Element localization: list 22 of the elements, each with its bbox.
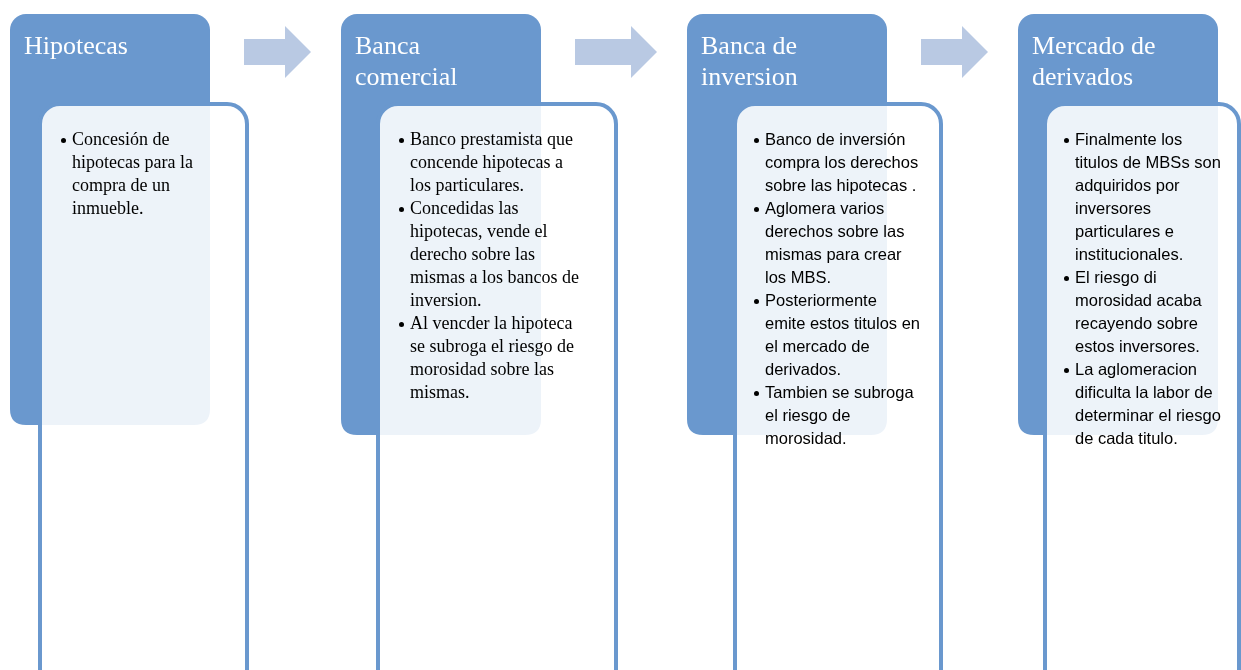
bullet-text: La aglomeracion dificulta la labor de determinar el riesgo de cada titulo. xyxy=(1075,359,1222,449)
bullet-text: Concesión de hipotecas para la compra de un inmueble. xyxy=(72,128,194,220)
stage-header-box xyxy=(687,14,887,102)
block-arrow xyxy=(244,26,311,78)
stage-header-box xyxy=(1018,14,1218,102)
stage-header-box xyxy=(341,14,541,102)
bullet-text: Concedidas las hipotecas, vende el derecho sobre las mismas a los bancos de inversion. xyxy=(410,197,580,312)
stage-title: Banca comercial xyxy=(355,30,459,92)
stage-title: Banca de inversion xyxy=(701,30,799,92)
block-arrow xyxy=(921,26,988,78)
bullet-text: Al vencder la hipoteca se subroga el riesgo de morosidad sobre las mismas. xyxy=(410,312,575,404)
stage-header-box xyxy=(10,14,210,102)
bullet-text: Banco prestamista que concende hipotecas a los particulares. xyxy=(410,128,574,197)
stage-title: Hipotecas xyxy=(24,30,128,61)
bullet-text: Finalmente los titulos de MBSs son adquiridos por inversores particulares e institucionales. xyxy=(1075,129,1222,265)
bullet-text: Tambien se subroga el riesgo de morosidad. xyxy=(765,382,915,449)
block-arrow xyxy=(575,26,657,78)
bullet-text: El riesgo di morosidad acaba recayendo sobre estos inversores. xyxy=(1075,267,1203,357)
bullet-text: Banco de inversión compra los derechos sobre las hipotecas . xyxy=(765,129,920,196)
stage-title: Mercado de derivados xyxy=(1032,30,1157,92)
bullet-text: Posteriormente emite estos titulos en el mercado de derivados. xyxy=(765,290,921,380)
bullet-text: Aglomera varios derechos sobre las mismas para crear los MBS. xyxy=(765,198,906,288)
